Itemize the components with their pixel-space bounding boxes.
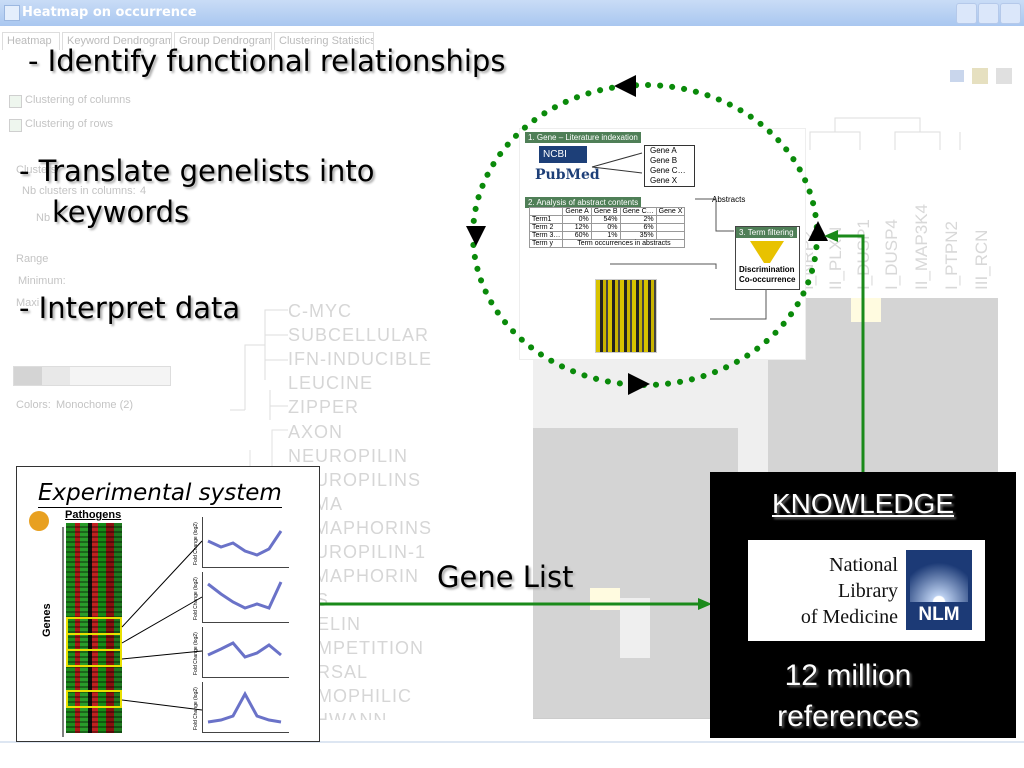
step3-header: 3. Term filtering <box>736 227 797 238</box>
cycle-arrow-top <box>614 75 636 97</box>
bullet-translate-cont: keywords <box>52 195 190 229</box>
cluster-columns-label: Clustering of columns <box>25 94 131 106</box>
experimental-system-panel: Experimental system Pathogens Genes Fold… <box>16 466 320 742</box>
cluster-columns-checkbox[interactable] <box>9 95 22 108</box>
row-keyword: AXON <box>288 422 344 442</box>
gene-list-box: Gene A Gene B Gene C… Gene X <box>644 145 695 187</box>
experimental-title: Experimental system <box>38 480 282 508</box>
row-keyword: LEUCINE <box>288 373 374 393</box>
pathogens-label: Pathogens <box>65 509 122 521</box>
gene-item: Gene X <box>650 176 678 185</box>
cycle-arrow-left <box>466 226 486 246</box>
tab-bar: Heatmap Keyword Dendrogram Group Dendrog… <box>0 28 380 50</box>
bullet-interpret: - Interpret data <box>19 291 241 325</box>
pathogen-icon <box>29 511 49 531</box>
cluster-rows-checkbox[interactable] <box>9 119 22 132</box>
minimum-label: Minimum: <box>18 275 66 287</box>
cluster-rows-label: Clustering of rows <box>25 118 114 130</box>
knowledge-title: KNOWLEDGE <box>771 488 955 519</box>
nb-clusters-rows-label: Nb <box>36 212 51 224</box>
funnel-icon <box>750 241 784 263</box>
row-keyword: SCHWANN <box>288 710 388 720</box>
row-keyword: NEUROPILINS <box>288 470 422 490</box>
term-filter-box: 3. Term filtering Discrimination Co-occu… <box>735 226 800 290</box>
heatmap-highlight <box>66 690 122 708</box>
gene-item: Gene B <box>650 156 678 165</box>
tab-heatmap[interactable]: Heatmap <box>2 32 60 50</box>
bullet-identify: - Identify functional relationships <box>28 44 506 78</box>
bullet-translate: - Translate genelists into <box>19 154 375 188</box>
app-icon <box>4 5 20 21</box>
row-keyword: IFN-INDUCIBLE <box>288 349 433 369</box>
expression-profile-plot: Fold Change (log2) <box>193 517 289 568</box>
column-dendrogram <box>809 117 961 150</box>
tab-clustering-statistics[interactable]: Clustering Statistics <box>274 32 374 50</box>
maximize-button[interactable] <box>978 3 999 24</box>
colors-select[interactable]: Monochome (2) <box>56 399 134 411</box>
tool-icon[interactable] <box>996 68 1012 84</box>
references-count: 12 million references <box>777 659 919 733</box>
expression-heatmap <box>66 523 122 733</box>
clusters-label: Clusters <box>16 164 57 176</box>
row-keyword: COMPETITION <box>288 638 424 658</box>
heatmap-callout-lines <box>62 527 203 737</box>
window-title: Heatmap on occurrence <box>22 5 197 20</box>
nlm-logo-box: National Library of Medicine NLM <box>748 540 985 641</box>
row-keyword: NEUROPILIN-1 <box>288 542 427 562</box>
abstracts-label: Abstracts <box>712 195 746 204</box>
color-scale <box>13 366 171 386</box>
printer-icon[interactable] <box>972 68 988 84</box>
row-keyword: ZIPPER <box>288 397 360 417</box>
term-matrix: Gene A Gene B Gene C… Gene X Term1 0% 54… <box>528 207 686 248</box>
expression-profile-plot: Fold Change (log2) <box>193 627 289 678</box>
row-keyword: C-MYC <box>288 301 352 321</box>
row-keyword: SUBCELLULAR <box>288 325 430 345</box>
filter-text: Discrimination <box>739 265 795 274</box>
gene-arrows <box>591 152 643 174</box>
workflow-connectors <box>610 198 767 320</box>
expression-profile-plot: Fold Change (log2) <box>193 682 289 733</box>
nlm-wordmark: National Library of Medicine <box>800 554 898 628</box>
filter-text: Co-occurrence <box>739 275 796 284</box>
gene-item: Gene A <box>650 146 677 155</box>
row-keyword: NEUROPILIN <box>288 446 409 466</box>
gene-item: Gene C… <box>650 166 686 175</box>
expression-profile-plot: Fold Change (log2) <box>193 572 289 623</box>
close-button[interactable] <box>1000 3 1021 24</box>
step1-header: 1. Gene – Literature indexation <box>525 132 641 143</box>
toolbar-icon[interactable] <box>950 70 964 82</box>
range-label: Range <box>16 253 49 265</box>
knowledge-panel: KNOWLEDGE National Library of Medicine N… <box>710 472 1016 738</box>
window-titlebar: Heatmap on occurrence <box>0 0 1024 26</box>
nlm-emblem-icon: NLM <box>906 550 972 630</box>
pubmed-logo: PubMed <box>535 167 600 183</box>
nb-clusters-columns-value[interactable]: 4 <box>140 185 147 197</box>
nb-clusters-columns-label: Nb clusters in columns: <box>22 185 136 197</box>
result-heatmap-thumbnail <box>595 279 657 353</box>
cycle-arrow-right <box>808 221 828 241</box>
maximum-label: Maxi <box>16 297 40 309</box>
tab-keyword-dendrogram[interactable]: Keyword Dendrogram <box>62 32 172 50</box>
minimize-button[interactable] <box>956 3 977 24</box>
row-keyword: SEMAPHORINS <box>288 518 433 538</box>
gene-list-label: Gene List <box>437 560 574 594</box>
row-keyword: SEMAPHORIN <box>288 566 420 586</box>
ncbi-logo: NCBI <box>539 146 587 163</box>
colors-label: Colors: <box>16 399 51 411</box>
step2-header: 2. Analysis of abstract contents <box>525 197 642 208</box>
heatmap-highlight <box>66 649 122 667</box>
workflow-panel: 1. Gene – Literature indexation NCBI Pub… <box>519 128 806 360</box>
cycle-arrow-bottom <box>628 373 650 395</box>
tab-group-dendrogram[interactable]: Group Dendrogram <box>174 32 272 50</box>
